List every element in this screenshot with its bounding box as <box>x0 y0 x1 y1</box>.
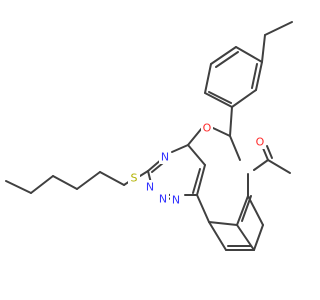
atom-label: N <box>159 193 167 206</box>
atom-label: N <box>161 151 169 164</box>
bond <box>253 224 264 251</box>
bond <box>235 46 263 63</box>
bond <box>208 221 238 226</box>
bond <box>229 106 233 137</box>
bond <box>187 144 206 166</box>
bond <box>255 61 263 91</box>
bond <box>236 195 249 226</box>
atom-s: S <box>128 171 140 185</box>
bond <box>171 144 189 153</box>
bond <box>251 63 258 89</box>
bond <box>187 127 203 146</box>
bond <box>215 51 239 68</box>
bond <box>210 46 237 65</box>
bond <box>204 92 233 108</box>
bond <box>151 162 164 173</box>
atom-o: O <box>201 121 213 135</box>
bond <box>266 145 273 159</box>
atom-n: N <box>170 193 182 207</box>
bond <box>196 164 206 196</box>
bond <box>253 159 269 171</box>
bond <box>231 89 257 108</box>
bond <box>139 170 149 177</box>
bond <box>30 175 54 194</box>
bond <box>267 159 291 174</box>
bond <box>192 168 201 194</box>
atom-o: O <box>254 135 266 149</box>
bond <box>212 127 231 137</box>
bond <box>208 221 227 251</box>
bond <box>52 175 78 190</box>
bond <box>99 171 125 186</box>
atom-label: S <box>131 172 138 185</box>
bond <box>208 91 232 104</box>
atom-label: O <box>203 122 212 135</box>
bond <box>261 34 266 63</box>
bond <box>204 63 212 94</box>
atom-label: N <box>146 181 154 194</box>
atom-n: N <box>157 192 169 206</box>
bond <box>262 147 269 161</box>
atom-label: O <box>256 136 265 149</box>
bond <box>5 180 32 194</box>
bond <box>196 194 210 223</box>
bond <box>264 21 293 36</box>
bond <box>229 135 241 161</box>
atom-n: N <box>144 180 156 194</box>
atom-n: N <box>159 150 171 164</box>
bond <box>76 171 101 190</box>
bond-lines <box>5 21 293 251</box>
atom-label: N <box>172 194 180 207</box>
bond <box>247 195 264 226</box>
